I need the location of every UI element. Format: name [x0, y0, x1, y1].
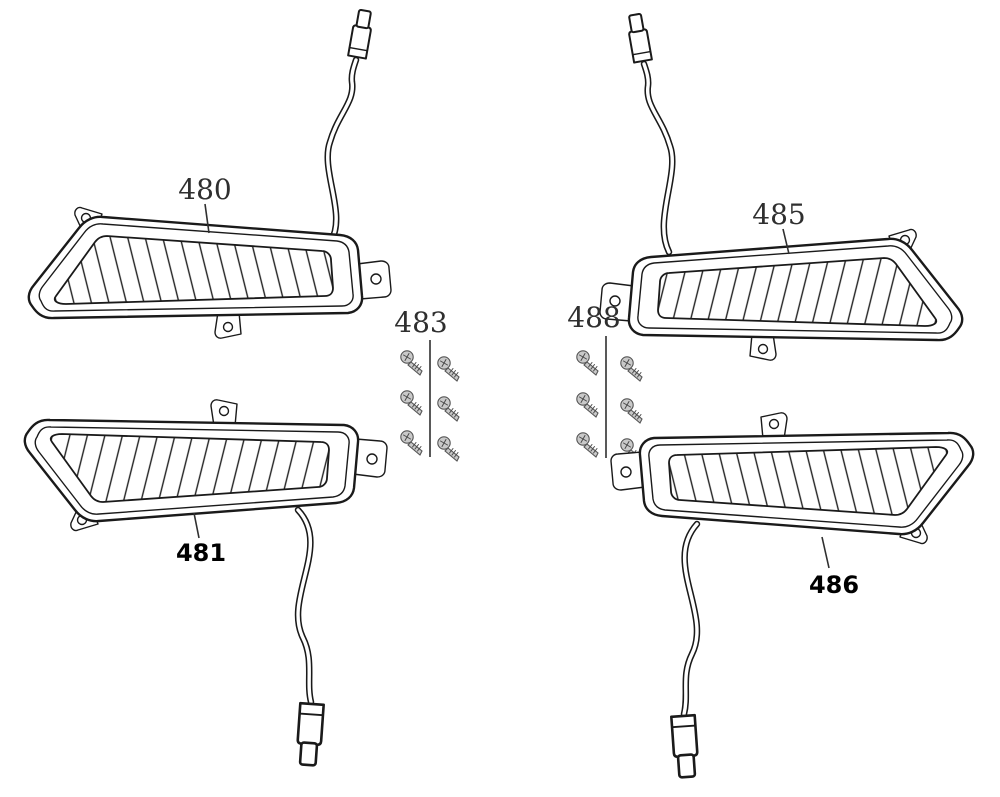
part-label-483: 483 — [394, 306, 447, 339]
leader-line-486 — [821, 536, 830, 569]
screw — [437, 356, 460, 382]
part-label-481: 481 — [176, 539, 226, 567]
leader-line-480 — [204, 203, 210, 234]
part-label-480: 480 — [178, 173, 231, 206]
screw — [576, 432, 599, 458]
screw — [620, 398, 643, 424]
lamp-481 — [23, 398, 389, 532]
assembly-480: 480 — [27, 8, 393, 340]
screw-set-488: 488 — [567, 301, 643, 464]
screw — [437, 396, 460, 422]
leader-line-481 — [193, 512, 200, 539]
wire-485-core — [642, 62, 674, 254]
wire-486-core — [682, 522, 699, 716]
connector-481 — [294, 701, 325, 768]
lamp-486 — [609, 411, 975, 545]
assembly-485: 485 — [598, 12, 964, 362]
part-label-485: 485 — [752, 198, 805, 231]
screw — [576, 392, 599, 418]
connector-485 — [624, 12, 653, 64]
screw-set-483: 483 — [394, 306, 460, 462]
screw — [620, 356, 643, 382]
screw — [400, 350, 423, 376]
wire-480-core — [326, 58, 358, 243]
part-label-488: 488 — [567, 301, 620, 334]
lamp-485 — [598, 228, 964, 362]
part-label-486: 486 — [809, 571, 859, 599]
leader-line-485 — [782, 228, 790, 255]
connector-480 — [347, 8, 376, 60]
screw — [576, 350, 599, 376]
connector-486 — [670, 713, 701, 780]
screw — [400, 430, 423, 456]
screw — [400, 390, 423, 416]
assembly-486: 486 — [609, 411, 975, 780]
assembly-481: 481 — [23, 398, 389, 768]
screw — [437, 436, 460, 462]
wire-481-core — [296, 508, 313, 704]
